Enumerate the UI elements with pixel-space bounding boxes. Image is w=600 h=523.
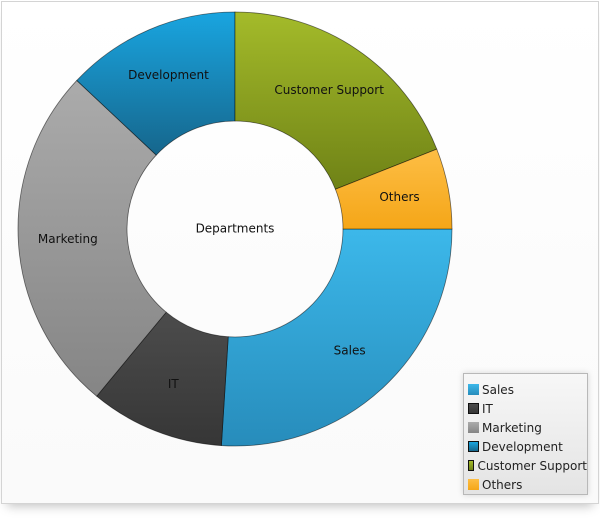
chart-title: Departments [196,222,275,236]
slice-customer-support[interactable] [234,11,438,190]
legend-item[interactable]: IT [468,399,587,418]
legend-swatch [468,479,479,490]
legend-label: Customer Support [477,458,587,473]
legend-label: Others [482,477,523,492]
legend-item[interactable]: Marketing [468,418,587,437]
legend-label: Marketing [482,420,542,435]
legend-label: Sales [482,382,514,397]
legend-item[interactable]: Sales [468,380,587,399]
slice-label: IT [168,377,180,391]
legend-swatch [468,403,479,414]
slice-label: Customer Support [274,83,384,97]
legend-swatch [468,441,479,452]
legend-swatch [468,460,475,471]
slice-others[interactable] [334,148,453,230]
legend-item[interactable]: Others [468,475,587,494]
slice-label: Sales [334,344,366,358]
legend-item[interactable]: Customer Support [468,456,587,475]
legend-item[interactable]: Development [468,437,587,456]
slice-label: Others [379,190,419,204]
legend-swatch [468,422,479,433]
legend-label: Development [482,439,563,454]
legend-label: IT [482,401,493,416]
slice-label: Development [128,68,209,82]
slice-sales[interactable] [220,228,453,447]
slice-marketing[interactable] [17,79,167,397]
legend-swatch [468,384,479,395]
slice-label: Marketing [38,232,98,246]
